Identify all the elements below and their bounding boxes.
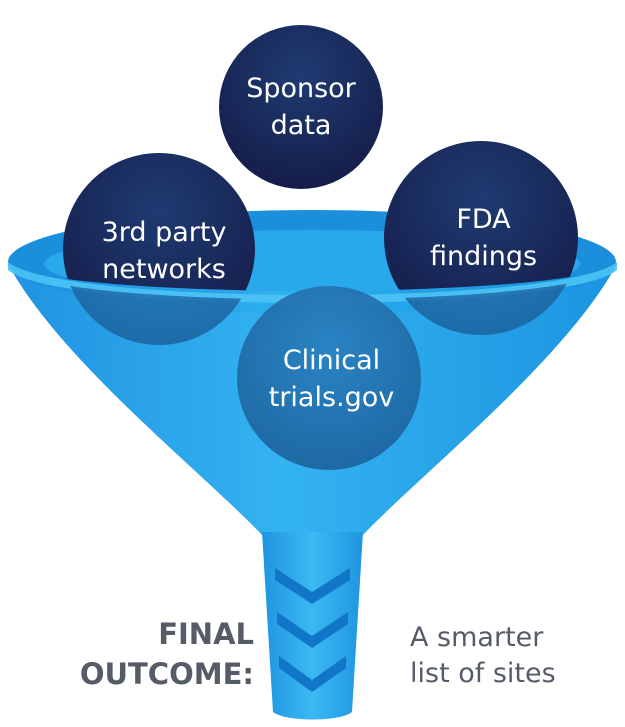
- chevron-down-icon: [275, 568, 350, 604]
- fda-label: FDA findings: [429, 204, 538, 272]
- chevron-down-icon: [279, 656, 346, 692]
- chevron-down-icon: [277, 612, 348, 648]
- final-outcome-label: FINAL OUTCOME:: [79, 617, 254, 691]
- clinical-label: Clinical trials.gov: [268, 345, 395, 413]
- clinical-circle: [237, 286, 421, 470]
- sponsor-circle: [219, 25, 383, 189]
- third-party-label: 3rd party networks: [101, 217, 227, 285]
- final-outcome-value: A smarter list of sites: [410, 622, 556, 689]
- sponsor-label: Sponsor data: [246, 73, 356, 141]
- funnel-lip: [8, 262, 617, 303]
